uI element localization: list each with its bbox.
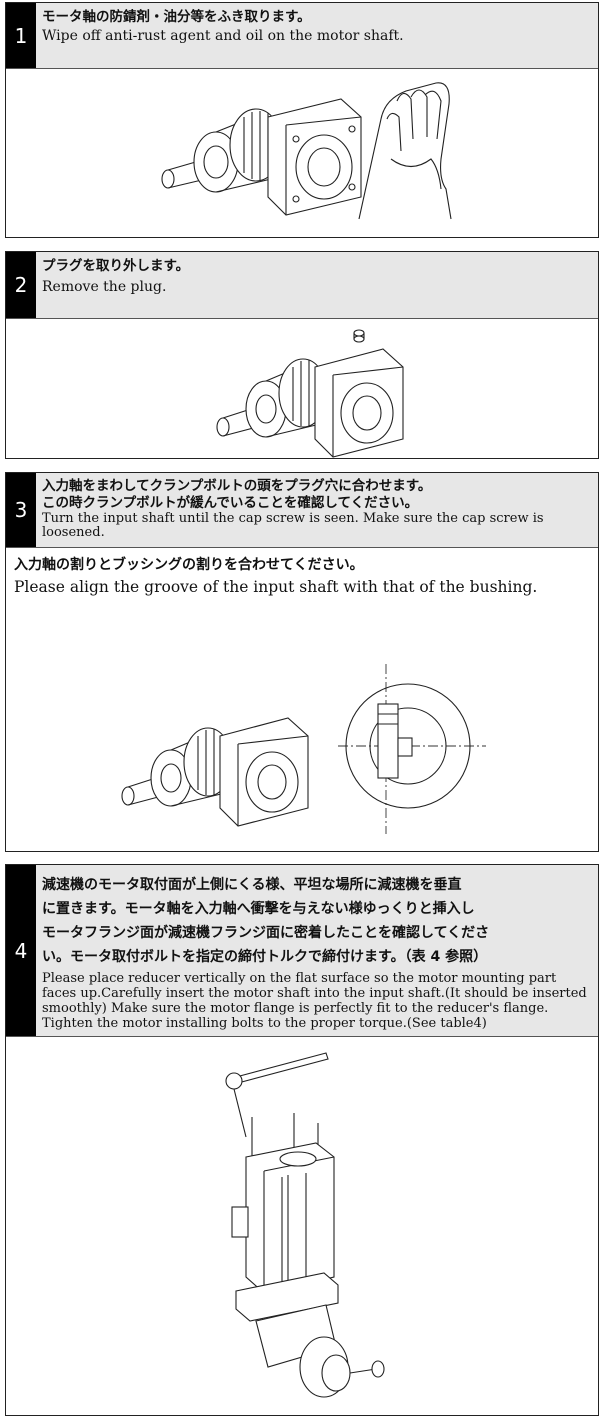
step-number: 1 [6, 3, 36, 68]
step-number: 2 [6, 252, 36, 318]
step-title-jp: モータ軸の防錆剤・油分等をふき取ります。 [42, 9, 311, 25]
step-4-illustration-area [6, 1037, 598, 1415]
motor-illustration [225, 1052, 385, 1398]
step-1-header: 1 モータ軸の防錆剤・油分等をふき取ります。 Wipe off anti-rus… [6, 3, 598, 69]
step-title-jp-line-1: 入力軸をまわしてクランプボルトの頭をプラグ穴に合わせます。 [42, 478, 432, 494]
step-1-card: 1 モータ軸の防錆剤・油分等をふき取ります。 Wipe off anti-rus… [5, 2, 599, 238]
wiping-hand-icon [358, 82, 452, 220]
step-number: 3 [6, 473, 36, 547]
step-2-header: 2 プラグを取り外します。 Remove the plug. [6, 252, 598, 319]
wrench-icon [225, 1052, 329, 1138]
step-title-en-2: Tighten the motor installing bolts to th… [42, 1016, 487, 1031]
gear-reducer-illustration [216, 329, 404, 458]
plug-icon [353, 329, 365, 343]
step-4-card: 4 減速機のモータ取付面が上側にくる様、平坦な場所に減速機を垂直 に置きます。モ… [5, 864, 599, 1416]
step-3-body: 入力軸の割りとブッシングの割りを合わせてください。 Please align t… [6, 554, 598, 857]
step-title-jp-line-3: モータフランジ面が減速機フランジ面に密着したことを確認してくださ [42, 925, 490, 941]
step-2-card: 2 プラグを取り外します。 Remove the plug. [5, 251, 599, 459]
step-2-illustration-area [6, 319, 598, 458]
step-title-en: Remove the plug. [42, 279, 167, 295]
step-title-en: Wipe off anti-rust agent and oil on the … [42, 28, 404, 44]
step-3-header: 3 入力軸をまわしてクランプボルトの頭をプラグ穴に合わせます。 この時クランプボ… [6, 473, 598, 548]
step-title-jp-line-2: この時クランプボルトが緩んでいることを確認してください。 [42, 495, 419, 511]
step-3-card: 3 入力軸をまわしてクランプボルトの頭をプラグ穴に合わせます。 この時クランプボ… [5, 472, 599, 852]
step-title-jp-line-1: 減速機のモータ取付面が上側にくる様、平坦な場所に減速機を垂直 [42, 877, 462, 893]
note-en: Please align the groove of the input sha… [14, 578, 538, 596]
step-title-en-1: Please place reducer vertically on the f… [42, 971, 587, 1016]
note-jp: 入力軸の割りとブッシングの割りを合わせてください。 [14, 557, 364, 573]
gear-reducer-illustration [121, 664, 486, 834]
step-4-header: 4 減速機のモータ取付面が上側にくる様、平坦な場所に減速機を垂直 に置きます。モ… [6, 865, 598, 1037]
gear-reducer-illustration [161, 82, 452, 220]
step-title-jp: プラグを取り外します。 [42, 258, 190, 274]
step-title-jp-line-4: い。モータ取付ボルトを指定の締付トルクで締付けます。（表 4 参照） [42, 949, 488, 965]
step-title-en: Turn the input shaft until the cap screw… [42, 511, 544, 540]
cap-screw-section-icon [338, 664, 486, 834]
step-number: 4 [6, 865, 36, 1036]
step-title-jp-line-2: に置きます。モータ軸を入力軸へ衝撃を与えない様ゆっくりと挿入し [42, 901, 475, 917]
step-1-illustration-area [6, 69, 598, 237]
